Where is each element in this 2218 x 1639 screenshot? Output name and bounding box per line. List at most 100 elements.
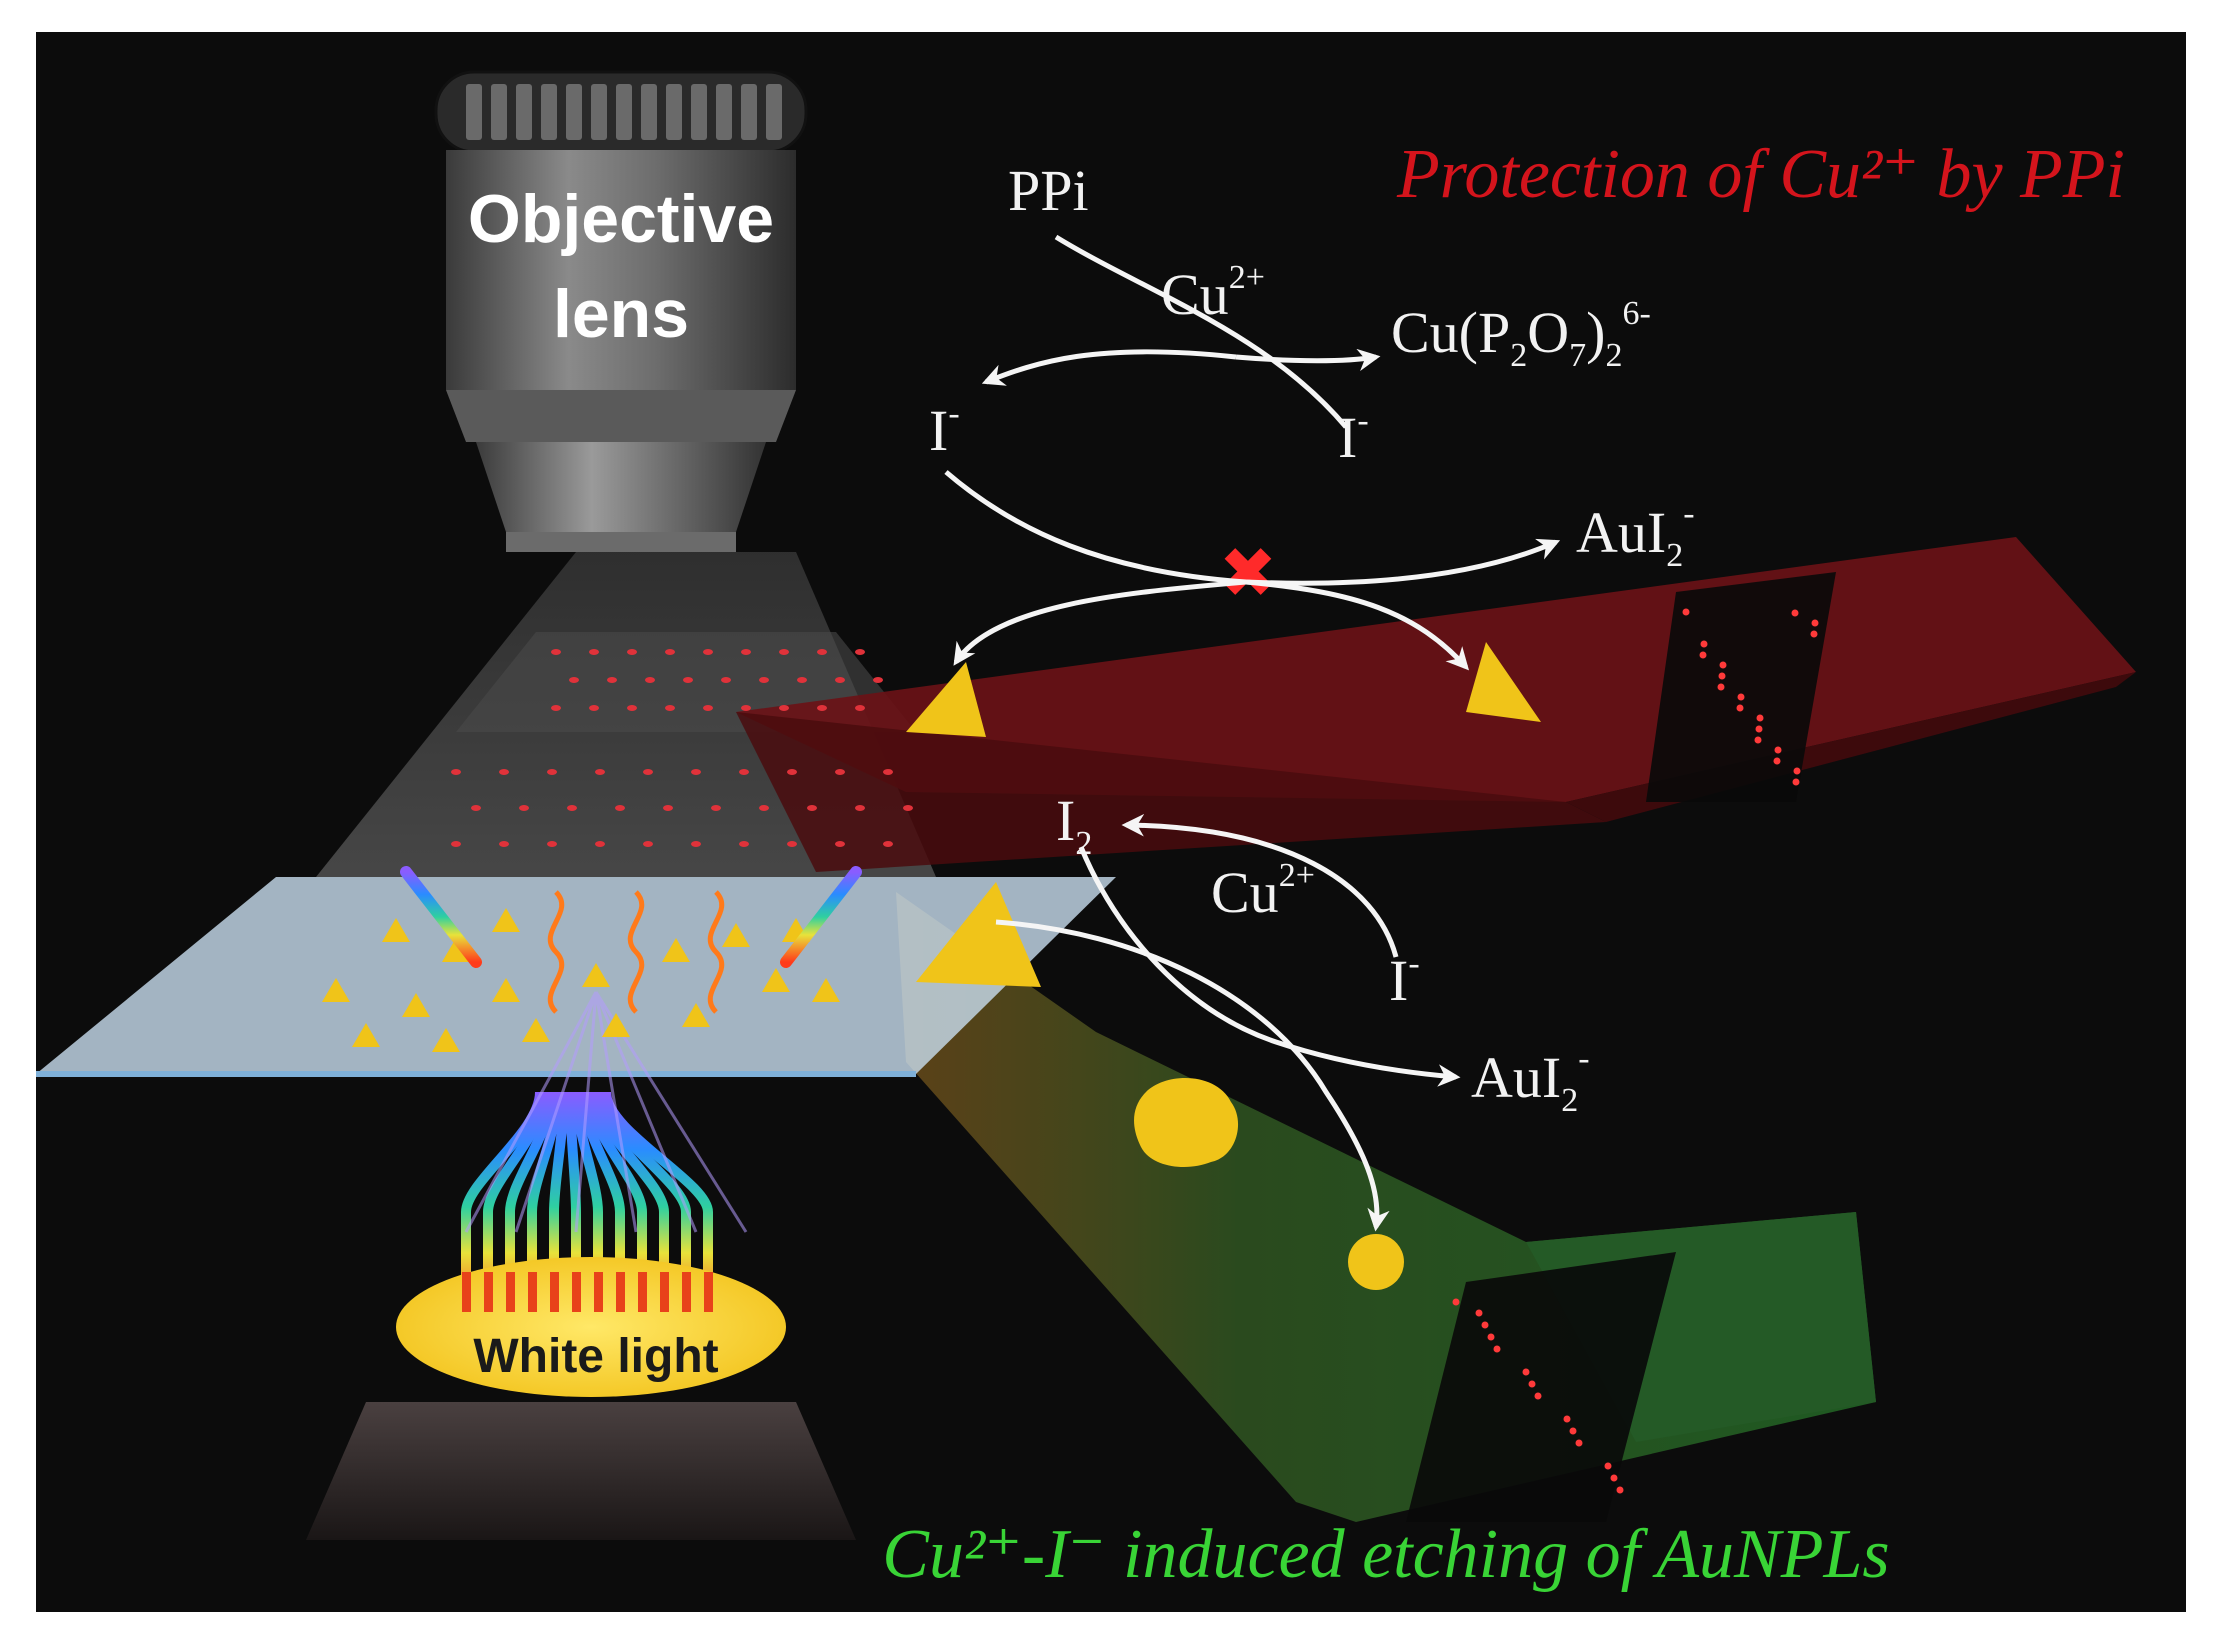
- red-dot: [759, 677, 769, 683]
- light-bar: [572, 1272, 581, 1312]
- light-bar: [506, 1272, 515, 1312]
- red-dot: [1493, 1345, 1501, 1353]
- lens-grip-rib: [691, 84, 707, 140]
- top-reaction: PPi Cu2+ Cu(P2O7)26- I- I- AuI2- ✖: [929, 158, 1695, 613]
- lens-grip-rib: [766, 84, 782, 140]
- small-gold-plate: [322, 978, 350, 1002]
- red-dot: [835, 677, 845, 683]
- red-dot: [1575, 1439, 1583, 1447]
- top-iodide-right-sup: -: [1357, 402, 1368, 439]
- red-dot: [835, 841, 845, 847]
- red-dot: [691, 769, 701, 775]
- red-dot: [1604, 1462, 1612, 1470]
- red-dot: [683, 677, 693, 683]
- red-dot: [1718, 672, 1726, 680]
- small-gold-plate: [492, 978, 520, 1002]
- arrow-cu-to-complex: [981, 349, 1237, 386]
- arrow-ppi-to-iodide: [1054, 234, 1348, 429]
- red-dot: [787, 841, 797, 847]
- small-gold-plate: [722, 923, 750, 947]
- red-dot: [873, 677, 883, 683]
- red-dot: [499, 769, 509, 775]
- nanoparticle-dots: [451, 608, 1819, 1494]
- lens-grip-rib: [466, 84, 482, 140]
- arrow-to-red-triangle: [1245, 579, 1470, 671]
- scatter-beams: [400, 866, 862, 968]
- red-dot: [739, 841, 749, 847]
- small-gold-plate: [602, 1013, 630, 1037]
- red-dot: [779, 705, 789, 711]
- red-dot: [589, 705, 599, 711]
- top-aui2: AuI2-: [1576, 495, 1695, 574]
- green-panel: [896, 892, 1876, 1522]
- small-gold-plate: [762, 968, 790, 992]
- top-cu-base: Cu: [1161, 262, 1229, 327]
- bottom-reaction: I2 Cu2+ I- AuI2-: [1056, 788, 1590, 1119]
- red-dot: [711, 805, 721, 811]
- red-dot: [471, 805, 481, 811]
- red-dot: [759, 805, 769, 811]
- red-dot: [499, 841, 509, 847]
- red-dot: [1793, 767, 1801, 775]
- caption-bottom: Cu²⁺-I⁻ induced etching of AuNPLs: [882, 1516, 1889, 1593]
- blocked-mark: ✖: [1219, 536, 1278, 613]
- top-complex-sub2b: 2: [1605, 337, 1622, 374]
- bottom-iodide: I-: [1389, 945, 1420, 1013]
- light-bar: [682, 1272, 691, 1312]
- red-dot: [1522, 1368, 1530, 1376]
- light-bar: [550, 1272, 559, 1312]
- red-dot: [547, 769, 557, 775]
- small-gold-plate: [812, 978, 840, 1002]
- lens-grip-rib: [516, 84, 532, 140]
- arrow-i2-to-aui2: [1078, 846, 1461, 1087]
- red-dot: [1610, 1474, 1618, 1482]
- red-dot: [1737, 693, 1745, 701]
- red-dot: [567, 805, 577, 811]
- small-gold-plate: [352, 1023, 380, 1047]
- rainbow-beam: [577, 1091, 625, 1322]
- red-dot: [615, 805, 625, 811]
- rainbow-beam: [571, 1091, 603, 1322]
- top-iodide-left-sup: -: [948, 395, 959, 432]
- bottom-iodide-sup: -: [1408, 945, 1419, 982]
- red-dot: [787, 769, 797, 775]
- bottom-aui2-sub: 2: [1561, 1082, 1578, 1119]
- red-dot: [1792, 778, 1800, 786]
- green-panel-dark-band: [1406, 1252, 1676, 1522]
- red-dot: [519, 805, 529, 811]
- red-dot: [589, 649, 599, 655]
- bottom-cu-base: Cu: [1211, 860, 1279, 925]
- bottom-aui2-sup: -: [1578, 1040, 1589, 1077]
- caption-top: Protection of Cu²⁺ by PPi: [1396, 136, 2125, 213]
- red-dot: [1774, 746, 1782, 754]
- light-bar: [638, 1272, 647, 1312]
- small-gold-plate: [682, 1003, 710, 1027]
- objective-lens: Objective lens: [434, 70, 808, 552]
- white-light-beams: [461, 1091, 713, 1322]
- red-dot: [1475, 1309, 1483, 1317]
- top-complex-sup: 6-: [1622, 295, 1650, 332]
- red-dot: [797, 677, 807, 683]
- rainbow-beam: [589, 1091, 669, 1322]
- bottom-reaction-arrows: [995, 813, 1461, 1232]
- red-dot: [569, 677, 579, 683]
- red-dot: [855, 705, 865, 711]
- red-dot: [855, 649, 865, 655]
- lens-grip-rib: [716, 84, 732, 140]
- red-dot: [1736, 704, 1744, 712]
- lens-grip-rib: [666, 84, 682, 140]
- bottom-iodide-base: I: [1389, 948, 1408, 1013]
- etched-gold-blob: [1134, 1078, 1239, 1167]
- top-complex-sub7: 7: [1569, 337, 1586, 374]
- red-dot: [547, 841, 557, 847]
- red-dot: [1699, 651, 1707, 659]
- red-dot: [903, 805, 913, 811]
- bottom-aui2: AuI2-: [1471, 1040, 1590, 1119]
- lens-grip-rib: [616, 84, 632, 140]
- light-bar: [462, 1272, 471, 1312]
- red-dot: [779, 649, 789, 655]
- rainbow-beam: [583, 1091, 647, 1322]
- small-gold-plate: [582, 963, 610, 987]
- rainbow-beam: [505, 1091, 557, 1322]
- light-bar: [616, 1272, 625, 1312]
